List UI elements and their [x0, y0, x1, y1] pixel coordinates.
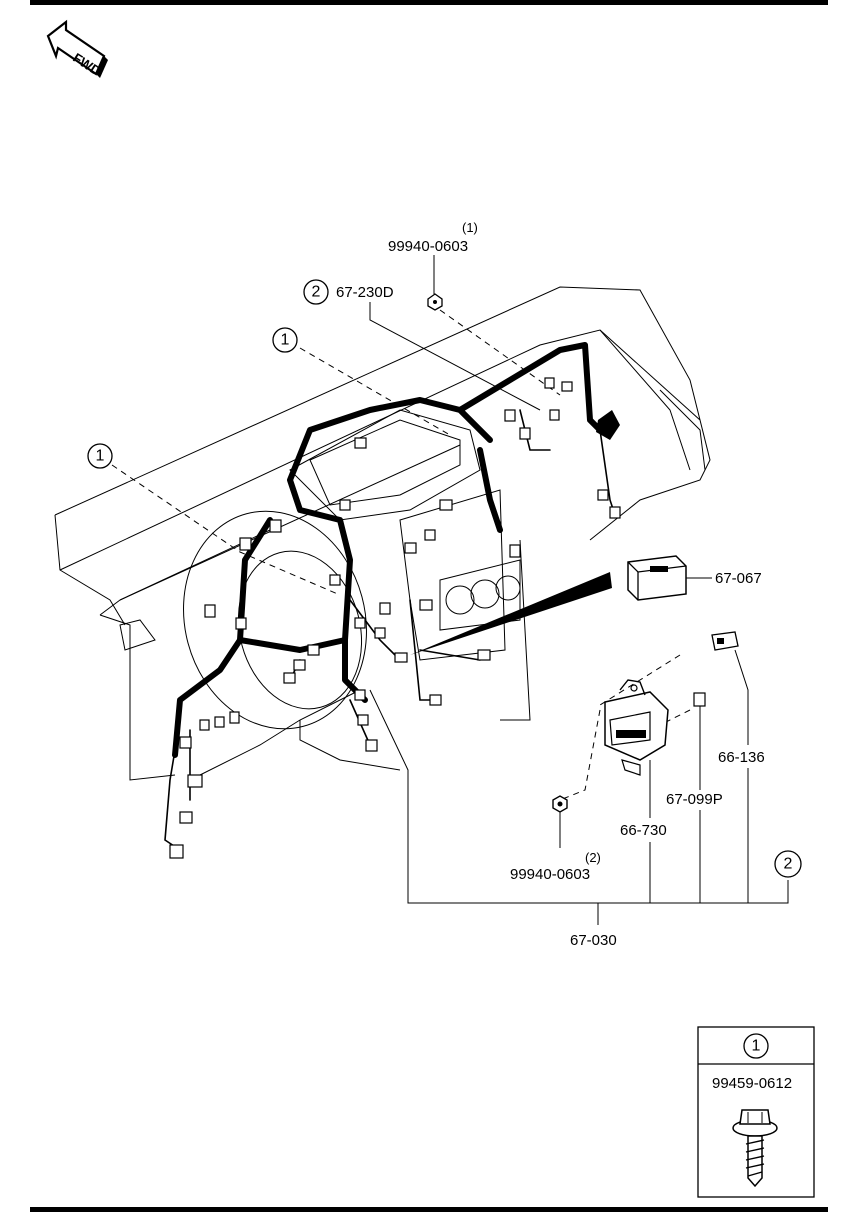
legend-box: 1 99459-0612 — [697, 1026, 815, 1198]
callout-1-left: 1 — [87, 443, 113, 469]
connector-67-067-part-number: 67-067 — [715, 570, 762, 587]
bolt-bottom-qty: (2) — [585, 850, 601, 865]
svg-text:2: 2 — [312, 284, 321, 301]
bolt-bottom-part-number: 99940-0603 — [510, 866, 590, 883]
bracket-67-030 — [369, 689, 789, 925]
harness-aux-part-number: 67-230D — [336, 284, 394, 301]
connector-67-099p-part-number: 67-099P — [666, 791, 723, 808]
branch-wires — [164, 409, 616, 851]
main-harness — [172, 342, 603, 758]
bolt-icon — [732, 1109, 778, 1188]
bolt-bottom-drawing — [552, 795, 568, 813]
harness-main-part-number: 67-030 — [570, 932, 617, 949]
bolt-top-drawing — [427, 293, 443, 311]
svg-text:1: 1 — [96, 448, 105, 465]
bolt-top-part-number: 99940-0603 — [388, 238, 468, 255]
leader-67-230d — [369, 302, 541, 411]
harness-connectors — [169, 377, 621, 859]
harness-grommet — [596, 410, 620, 440]
svg-text:2: 2 — [784, 856, 793, 873]
fwd-arrow-icon — [46, 19, 108, 78]
unit-66-730-drawing — [604, 679, 669, 776]
connector-66-136-part-number: 66-136 — [718, 749, 765, 766]
pointer-wedge — [410, 572, 612, 655]
legend-callout-1: 1 — [752, 1038, 761, 1055]
connector-66-136-drawing — [711, 631, 739, 651]
leader-66-136 — [734, 649, 749, 745]
leader-lines — [111, 309, 691, 801]
callout-1-top: 1 — [272, 327, 298, 353]
bolt-top-qty: (1) — [462, 220, 478, 235]
svg-text:1: 1 — [281, 332, 290, 349]
unit-66-730-part-number: 66-730 — [620, 822, 667, 839]
top-border — [30, 0, 828, 5]
legend-part-number: 99459-0612 — [712, 1075, 792, 1092]
callout-2-right: 2 — [774, 850, 802, 878]
connector-67-067-drawing — [627, 555, 687, 601]
callout-2-top: 2 — [303, 279, 329, 305]
connector-67-099p-drawing — [693, 692, 706, 707]
bottom-border — [30, 1207, 828, 1212]
